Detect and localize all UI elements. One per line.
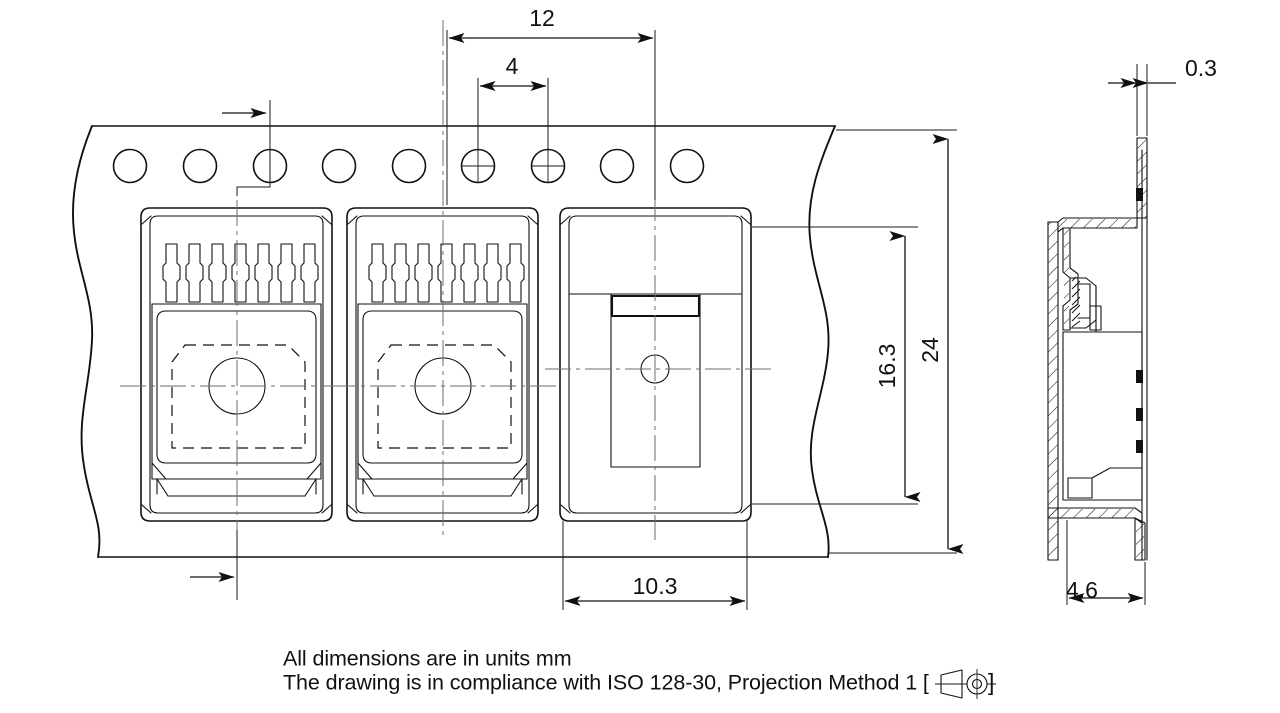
component-pin bbox=[437, 243, 456, 303]
component-body-rounded bbox=[362, 310, 523, 464]
component-pin bbox=[277, 243, 296, 303]
feed-leader-jog bbox=[236, 178, 271, 196]
pocket-outer-rim bbox=[140, 207, 333, 522]
dimension-pocket-width-10-3: 10.3 bbox=[562, 521, 748, 610]
component-pin bbox=[162, 243, 181, 303]
component-pin bbox=[254, 243, 273, 303]
pocket-outer-rim bbox=[559, 207, 752, 522]
pocket-with-component-2 bbox=[330, 20, 560, 540]
pocket-corner-bevels bbox=[141, 215, 332, 514]
component-pin bbox=[231, 243, 250, 303]
component-pin bbox=[460, 243, 479, 303]
sprocket-hole-crosshair bbox=[461, 149, 495, 183]
component-body-corner-bevel bbox=[151, 462, 322, 480]
component-pin bbox=[208, 243, 227, 303]
tape-left-break-line bbox=[72, 125, 101, 558]
component-pin-row bbox=[162, 243, 319, 303]
section-hatch bbox=[1049, 509, 1135, 518]
section-lower-latch bbox=[1067, 477, 1093, 499]
dimension-label-4-6: 4.6 bbox=[1066, 577, 1098, 603]
section-tab bbox=[1136, 440, 1143, 453]
component-body-rounded bbox=[156, 310, 317, 464]
pocket-inner-rim bbox=[355, 215, 530, 514]
section-latch-inner bbox=[1077, 283, 1091, 319]
dimension-label-16-3: 16.3 bbox=[874, 344, 900, 389]
component-skirt-sides bbox=[362, 478, 523, 495]
component-pin bbox=[414, 243, 433, 303]
dimension-thickness-0-3: 0.3 bbox=[1108, 55, 1217, 136]
pocket-empty-3 bbox=[545, 195, 775, 540]
component-body-corner-bevel bbox=[357, 462, 528, 480]
component-pin-row bbox=[368, 243, 525, 303]
pocket-inner-rim bbox=[149, 215, 324, 514]
dimension-label-12: 12 bbox=[529, 5, 555, 31]
sprocket-hole bbox=[321, 148, 357, 184]
section-hatch bbox=[1064, 229, 1069, 329]
footer-notes: All dimensions are in units mm The drawi… bbox=[283, 647, 996, 699]
dimension-label-24: 24 bbox=[917, 337, 943, 363]
section-latch-tip bbox=[1089, 305, 1102, 331]
pocket-inner-rim bbox=[568, 215, 743, 514]
sprocket-hole bbox=[599, 148, 635, 184]
note-bracket-close: ] bbox=[988, 669, 994, 695]
note-units: All dimensions are in units mm bbox=[283, 647, 572, 671]
component-pin bbox=[368, 243, 387, 303]
tape-right-break-line bbox=[808, 125, 836, 558]
sprocket-hole bbox=[112, 148, 148, 184]
section-hatch-strokes bbox=[1071, 276, 1081, 328]
projection-cone-shape bbox=[940, 669, 963, 699]
section-view-carrier-tape: 0.3 4.6 bbox=[1047, 55, 1217, 605]
component-pin bbox=[300, 243, 319, 303]
sprocket-hole-row bbox=[112, 148, 705, 184]
pocket-recess-rib bbox=[610, 294, 701, 318]
component-hidden-chamfer bbox=[377, 344, 512, 449]
pocket-corner-bevels bbox=[347, 215, 538, 514]
sprocket-hole bbox=[391, 148, 427, 184]
sprocket-hole bbox=[182, 148, 218, 184]
pocket-center-recess bbox=[610, 293, 701, 468]
section-left-outer-wall bbox=[1047, 221, 1059, 561]
pocket-outer-rim bbox=[346, 207, 539, 522]
sprocket-hole-crosshair bbox=[531, 149, 565, 183]
dimension-label-10-3: 10.3 bbox=[633, 573, 678, 599]
dimension-pocket-center-16-3: 16.3 bbox=[752, 226, 921, 505]
dimension-label-0-3: 0.3 bbox=[1185, 55, 1217, 81]
component-pin bbox=[185, 243, 204, 303]
dimension-tape-width-24: 24 bbox=[828, 129, 964, 554]
section-hatch bbox=[1059, 219, 1136, 228]
component-pin bbox=[391, 243, 410, 303]
first-angle-projection-symbol bbox=[935, 669, 996, 699]
component-skirt-taper bbox=[362, 478, 523, 497]
section-tab bbox=[1136, 370, 1143, 383]
section-hatch bbox=[1048, 222, 1058, 560]
dimension-pitch-12: 12 bbox=[446, 5, 656, 205]
component-skirt-taper bbox=[156, 478, 317, 497]
feed-direction-marker bbox=[190, 100, 271, 600]
section-tab bbox=[1136, 408, 1143, 421]
section-lower-diagonal bbox=[1091, 467, 1143, 479]
dimension-label-4: 4 bbox=[506, 53, 519, 79]
plan-view-carrier-tape bbox=[72, 20, 836, 600]
dimension-sprocket-pitch-4: 4 bbox=[477, 53, 549, 149]
dimension-depth-4-6: 4.6 bbox=[1066, 520, 1146, 605]
component-hidden-chamfer bbox=[171, 344, 306, 449]
note-projection: The drawing is in compliance with ISO 12… bbox=[283, 671, 929, 695]
component-skirt-sides bbox=[156, 478, 317, 495]
component-pin bbox=[506, 243, 525, 303]
section-hatch bbox=[1136, 519, 1144, 559]
component-pin bbox=[483, 243, 502, 303]
pocket-corner-bevels bbox=[560, 215, 751, 514]
section-tab bbox=[1136, 188, 1143, 201]
pocket-with-component-1 bbox=[120, 200, 360, 530]
sprocket-hole bbox=[669, 148, 705, 184]
